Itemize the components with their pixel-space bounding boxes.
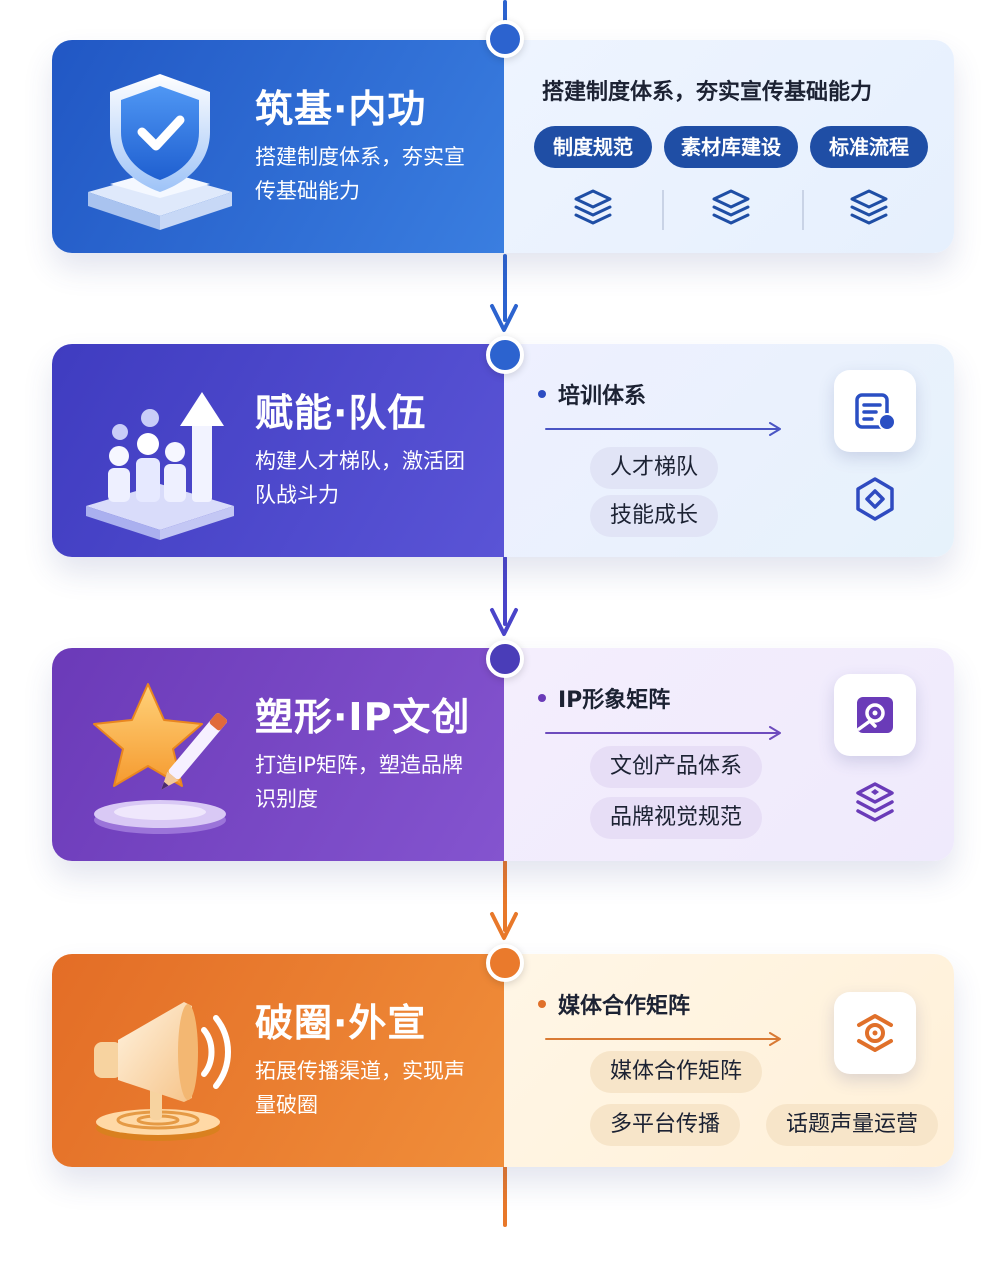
feature-icon-box[interactable] [834, 674, 916, 756]
tag-pill[interactable]: 人才梯队 [590, 447, 719, 489]
down-arrow-icon [490, 608, 518, 636]
stage-card-outreach: 破圈·外宣 拓展传播渠道，实现声量破圈 媒体合作矩阵 媒体合作矩阵 多平台传播 … [52, 954, 954, 1167]
card-title: 赋能·队伍 [255, 391, 427, 435]
card-description: 拓展传播渠道，实现声量破圈 [255, 1059, 465, 1117]
bullet-label: IP形象矩阵 [558, 688, 671, 713]
card-right-heading: 搭建制度体系，夯实宣传基础能力 [542, 80, 873, 105]
card-left-panel: 破圈·外宣 拓展传播渠道，实现声量破圈 [52, 954, 504, 1167]
card-right-panel: IP形象矩阵 文创产品体系 品牌视觉规范 [504, 648, 954, 861]
card-right-panel: 媒体合作矩阵 媒体合作矩阵 多平台传播 话题声量运营 [504, 954, 954, 1167]
down-arrow-icon [490, 912, 518, 940]
image-frame-icon [857, 697, 893, 733]
feature-icon-box[interactable] [834, 992, 916, 1074]
tag-pill[interactable]: 文创产品体系 [590, 746, 763, 788]
stage-card-ip: 塑形·IP文创 打造IP矩阵，塑造品牌识别度 IP形象矩阵 文创产品体系 品牌视… [52, 648, 954, 861]
down-arrow-icon [490, 304, 518, 332]
stage-card-team: 赋能·队伍 构建人才梯队，激活团队战斗力 培训体系 人才梯队 技能成长 [52, 344, 954, 557]
divider [802, 190, 804, 230]
timeline-segment [503, 0, 507, 24]
bullet-label: 媒体合作矩阵 [558, 994, 691, 1019]
card-description: 搭建制度体系，夯实宣传基础能力 [255, 145, 465, 203]
timeline-segment [503, 1165, 507, 1227]
layers-icon [850, 189, 888, 225]
card-title: 破圈·外宣 [255, 1001, 427, 1045]
card-right-panel: 搭建制度体系，夯实宣传基础能力 制度规范 素材库建设 标准流程 [504, 40, 954, 253]
tag-pill[interactable]: 媒体合作矩阵 [590, 1051, 763, 1093]
divider [662, 190, 664, 230]
tag-pill[interactable]: 多平台传播 [590, 1104, 741, 1146]
bullet-dot [538, 1000, 546, 1008]
bullet-item: IP形象矩阵 [538, 682, 670, 714]
tag-pill[interactable]: 标准流程 [810, 126, 928, 168]
timeline-node [486, 336, 524, 374]
card-left-panel: 塑形·IP文创 打造IP矩阵，塑造品牌识别度 [52, 648, 504, 861]
feature-icon-box[interactable] [834, 370, 916, 452]
bullet-dot [538, 694, 546, 702]
document-badge-icon [855, 393, 896, 431]
card-title: 筑基·内功 [255, 87, 427, 131]
tag-pill[interactable]: 技能成长 [590, 495, 719, 537]
hexagon-target-icon [856, 477, 894, 521]
card-description: 构建人才梯队，激活团队战斗力 [255, 449, 465, 507]
layers-icon [712, 189, 750, 225]
tag-pill[interactable]: 品牌视觉规范 [590, 797, 763, 839]
megaphone-icon [94, 1002, 231, 1141]
timeline-node [486, 640, 524, 678]
star-pen-icon [93, 683, 228, 834]
broadcast-icon [857, 1014, 893, 1052]
stage-card-foundation: 筑基·内功 搭建制度体系，夯实宣传基础能力 搭建制度体系，夯实宣传基础能力 制度… [52, 40, 954, 253]
timeline-node [486, 944, 524, 982]
bullet-item: 培训体系 [538, 378, 646, 410]
timeline-segment [503, 556, 507, 626]
right-arrow-icon [545, 726, 781, 740]
bullet-dot [538, 390, 546, 398]
tag-pill[interactable]: 话题声量运营 [766, 1104, 939, 1146]
tag-pill[interactable]: 制度规范 [534, 126, 652, 168]
card-right-panel: 培训体系 人才梯队 技能成长 [504, 344, 954, 557]
layers-icon [856, 782, 894, 822]
card-title: 塑形·IP文创 [255, 695, 471, 739]
timeline-node [486, 20, 524, 58]
timeline-segment [503, 860, 507, 932]
bullet-item: 媒体合作矩阵 [538, 988, 690, 1020]
shield-icon [88, 74, 232, 230]
team-growth-icon [86, 392, 234, 540]
timeline-segment [503, 254, 507, 322]
card-left-panel: 筑基·内功 搭建制度体系，夯实宣传基础能力 [52, 40, 504, 253]
right-arrow-icon [545, 422, 781, 436]
card-left-panel: 赋能·队伍 构建人才梯队，激活团队战斗力 [52, 344, 504, 557]
layers-icon [574, 189, 612, 225]
card-description: 打造IP矩阵，塑造品牌识别度 [255, 753, 463, 811]
right-arrow-icon [545, 1032, 781, 1046]
bullet-label: 培训体系 [558, 384, 647, 409]
tag-pill[interactable]: 素材库建设 [664, 126, 798, 168]
